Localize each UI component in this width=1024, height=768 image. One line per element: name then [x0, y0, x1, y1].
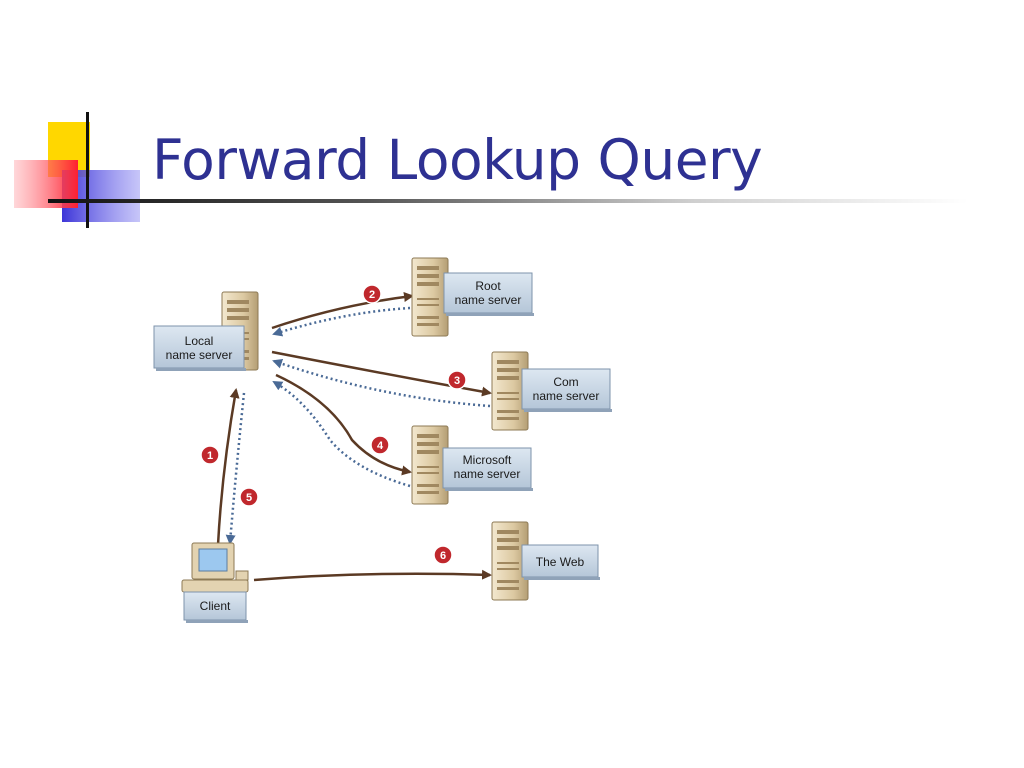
step-number-3: 3: [454, 375, 460, 387]
arrow-local-to-root: [271, 292, 414, 330]
arrow-local-to-client-return: [225, 392, 246, 545]
local-label-line2: name server: [166, 348, 233, 362]
arrow-com-to-local-return: [272, 358, 491, 408]
microsoft-label-line2: name server: [454, 467, 521, 481]
step-badge-1: 1: [200, 445, 220, 465]
step-number-5: 5: [246, 492, 252, 504]
step-badge-2: 2: [362, 284, 382, 304]
root-server-icon: [411, 257, 449, 337]
the-web-node: The Web: [491, 521, 600, 601]
microsoft-name-server-node: Microsoft name server: [411, 425, 533, 505]
logo-vertical-line: [86, 112, 89, 228]
client-computer-icon: [181, 542, 249, 593]
root-label-line2: name server: [455, 293, 522, 307]
client-node: Client: [181, 542, 249, 623]
com-label-line2: name server: [533, 389, 600, 403]
com-label-line1: Com: [553, 375, 578, 389]
microsoft-label-line1: Microsoft: [463, 453, 512, 467]
step-badge-3: 3: [447, 370, 467, 390]
slide-logo: [14, 112, 140, 228]
slide-title: Forward Lookup Query: [152, 128, 763, 192]
step-number-2: 2: [369, 289, 375, 301]
title-underline: [48, 199, 968, 203]
root-label-line1: Root: [475, 279, 501, 293]
local-label-line1: Local: [185, 334, 214, 348]
arrow-client-to-web: [253, 569, 492, 582]
arrow-local-to-microsoft: [275, 373, 412, 476]
client-label: Client: [200, 599, 231, 613]
step-badge-4: 4: [370, 435, 390, 455]
web-label: The Web: [536, 555, 585, 569]
step-badge-6: 6: [433, 545, 453, 565]
arrow-microsoft-to-local-return: [272, 380, 411, 488]
com-name-server-node: Com name server: [491, 351, 612, 431]
step-number-4: 4: [377, 440, 384, 452]
step-number-6: 6: [440, 550, 446, 562]
step-number-1: 1: [207, 450, 213, 462]
arrow-client-to-local: [216, 388, 240, 546]
local-name-server-node: Local name server: [153, 291, 259, 371]
step-badge-5: 5: [239, 487, 259, 507]
arrow-local-to-com: [271, 350, 492, 397]
root-name-server-node: Root name server: [411, 257, 534, 337]
